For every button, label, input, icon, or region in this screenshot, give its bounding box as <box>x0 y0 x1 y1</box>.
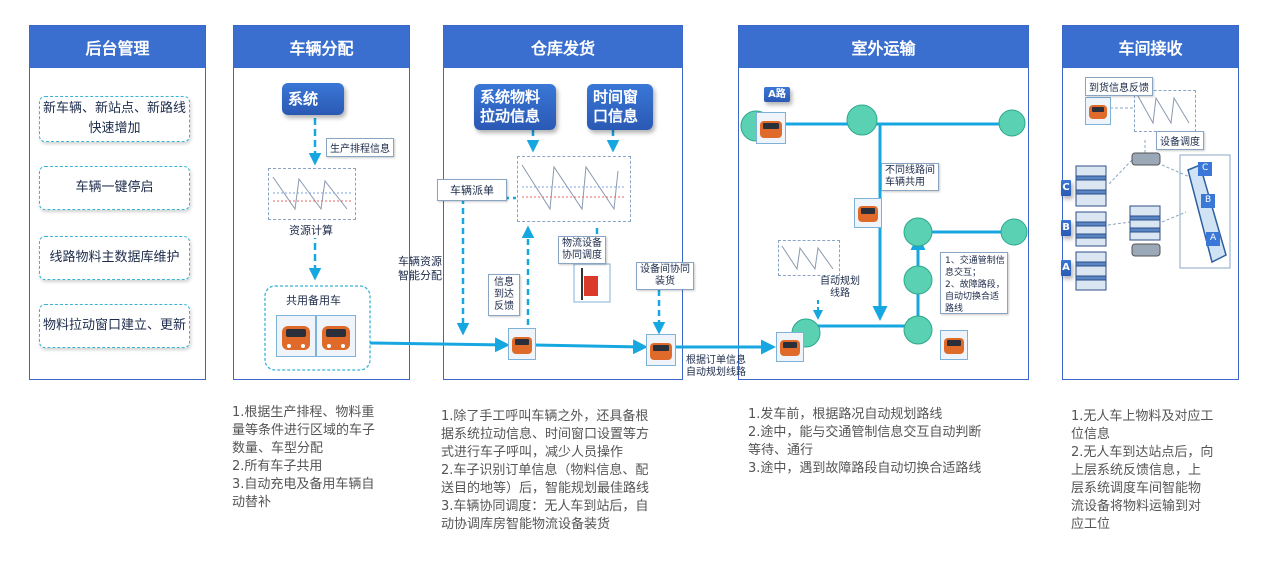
admin-item-label: 快速增加 <box>88 121 141 136</box>
logistics-tag: 物流设备协同调度 <box>558 236 606 264</box>
panel-title: 车辆分配 <box>234 26 409 68</box>
admin-item-db[interactable]: 线路物料主数据库维护 <box>39 236 190 280</box>
route-node <box>903 315 933 345</box>
agv-icon <box>1131 152 1161 166</box>
coop-tag: 设备间协同装货 <box>636 262 694 290</box>
bin-icon <box>1201 194 1215 208</box>
car-icon <box>316 315 356 357</box>
route-node <box>846 104 878 136</box>
car-icon <box>854 198 882 228</box>
panel-title: 仓库发货 <box>444 26 682 68</box>
bin-icon <box>1206 232 1220 246</box>
car-icon <box>1085 97 1111 125</box>
rack-letter: B <box>1061 220 1071 236</box>
agv-icon <box>1131 243 1161 257</box>
route-chart <box>778 240 840 276</box>
forklift-icon <box>584 276 598 296</box>
car-icon <box>646 334 676 366</box>
shared-car-box <box>264 285 371 371</box>
calc-label: 资源计算 <box>289 222 333 238</box>
conveyor-icon <box>1187 163 1227 264</box>
car-icon <box>940 330 968 360</box>
rack-letter: A <box>1061 260 1071 276</box>
rack-icon <box>1075 165 1161 291</box>
car-icon <box>276 315 316 357</box>
ws-flow-3 <box>1107 159 1133 186</box>
window-info-label: 时间窗口信息 <box>587 84 653 130</box>
car-icon <box>508 328 536 360</box>
bin-letter: B <box>1205 195 1212 205</box>
bin-letter: C <box>1202 163 1209 173</box>
panel-title: 室外运输 <box>739 26 1028 68</box>
admin-item-label: 新车辆、新站点、新路线 <box>42 101 186 116</box>
arrival-feedback-tag: 到货信息反馈 <box>1085 77 1153 96</box>
route-node <box>903 265 933 295</box>
conveyor-frame <box>1179 154 1231 269</box>
shared-route-tag: 不同线路间车辆共用 <box>881 163 939 191</box>
bin-letter: A <box>1210 233 1217 243</box>
pull-chart <box>517 156 631 222</box>
panel-title: 车间接收 <box>1063 26 1238 68</box>
route-node <box>1000 218 1028 246</box>
car-icon <box>756 112 786 144</box>
ws-flow-4 <box>1161 164 1193 179</box>
car-dispatch-tag: 车辆派单 <box>437 179 507 201</box>
system-label: 系统 <box>282 83 344 115</box>
route-node <box>903 217 933 247</box>
admin-item-add[interactable]: 新车辆、新站点、新路线 快速增加 <box>39 96 190 142</box>
route-a-label: A路 <box>764 87 790 102</box>
arrival-chart <box>1134 90 1196 132</box>
main-route-1 <box>369 337 510 353</box>
warehouse-description: 1.除了手工呼叫车辆之外，还具备根据系统拉动信息、时间窗口设置等方式进行车子呼叫… <box>441 409 650 532</box>
route-node <box>998 109 1026 137</box>
auto-plan-label: 自动规划线路 <box>820 276 860 299</box>
admin-item-window[interactable]: 物料拉动窗口建立、更新 <box>39 304 190 348</box>
route-plan-label: 根据订单信息自动规划线路 <box>686 355 746 378</box>
pull-info-label: 系统物料拉动信息 <box>474 84 556 130</box>
smart-label: 车辆资源智能分配 <box>398 255 442 282</box>
traffic-note: 1、交通管制信息交互；2、故障路段，自动切换合适路线 <box>940 252 1008 314</box>
admin-item-label: 车辆一键停启 <box>75 180 154 195</box>
car-icon <box>776 332 804 362</box>
ws-flow-5 <box>1107 221 1131 226</box>
bin-icon <box>1198 162 1212 176</box>
schedule-chart <box>268 168 356 220</box>
equip-dispatch-tag: 设备调度 <box>1156 131 1204 150</box>
info-feedback-tag: 信息到达反馈 <box>488 274 520 316</box>
schedule-tag: 生产排程信息 <box>326 138 394 157</box>
main-route-2 <box>533 339 648 355</box>
ws-flow-6 <box>1161 211 1187 223</box>
route-b <box>805 318 923 335</box>
panel-title: 后台管理 <box>30 26 205 68</box>
admin-item-toggle[interactable]: 车辆一键停启 <box>39 166 190 210</box>
admin-item-label: 物料拉动窗口建立、更新 <box>42 318 186 333</box>
shared-car-label: 共用备用车 <box>286 294 341 307</box>
admin-item-label: 线路物料主数据库维护 <box>49 250 180 265</box>
rack-letter: C <box>1061 180 1071 196</box>
